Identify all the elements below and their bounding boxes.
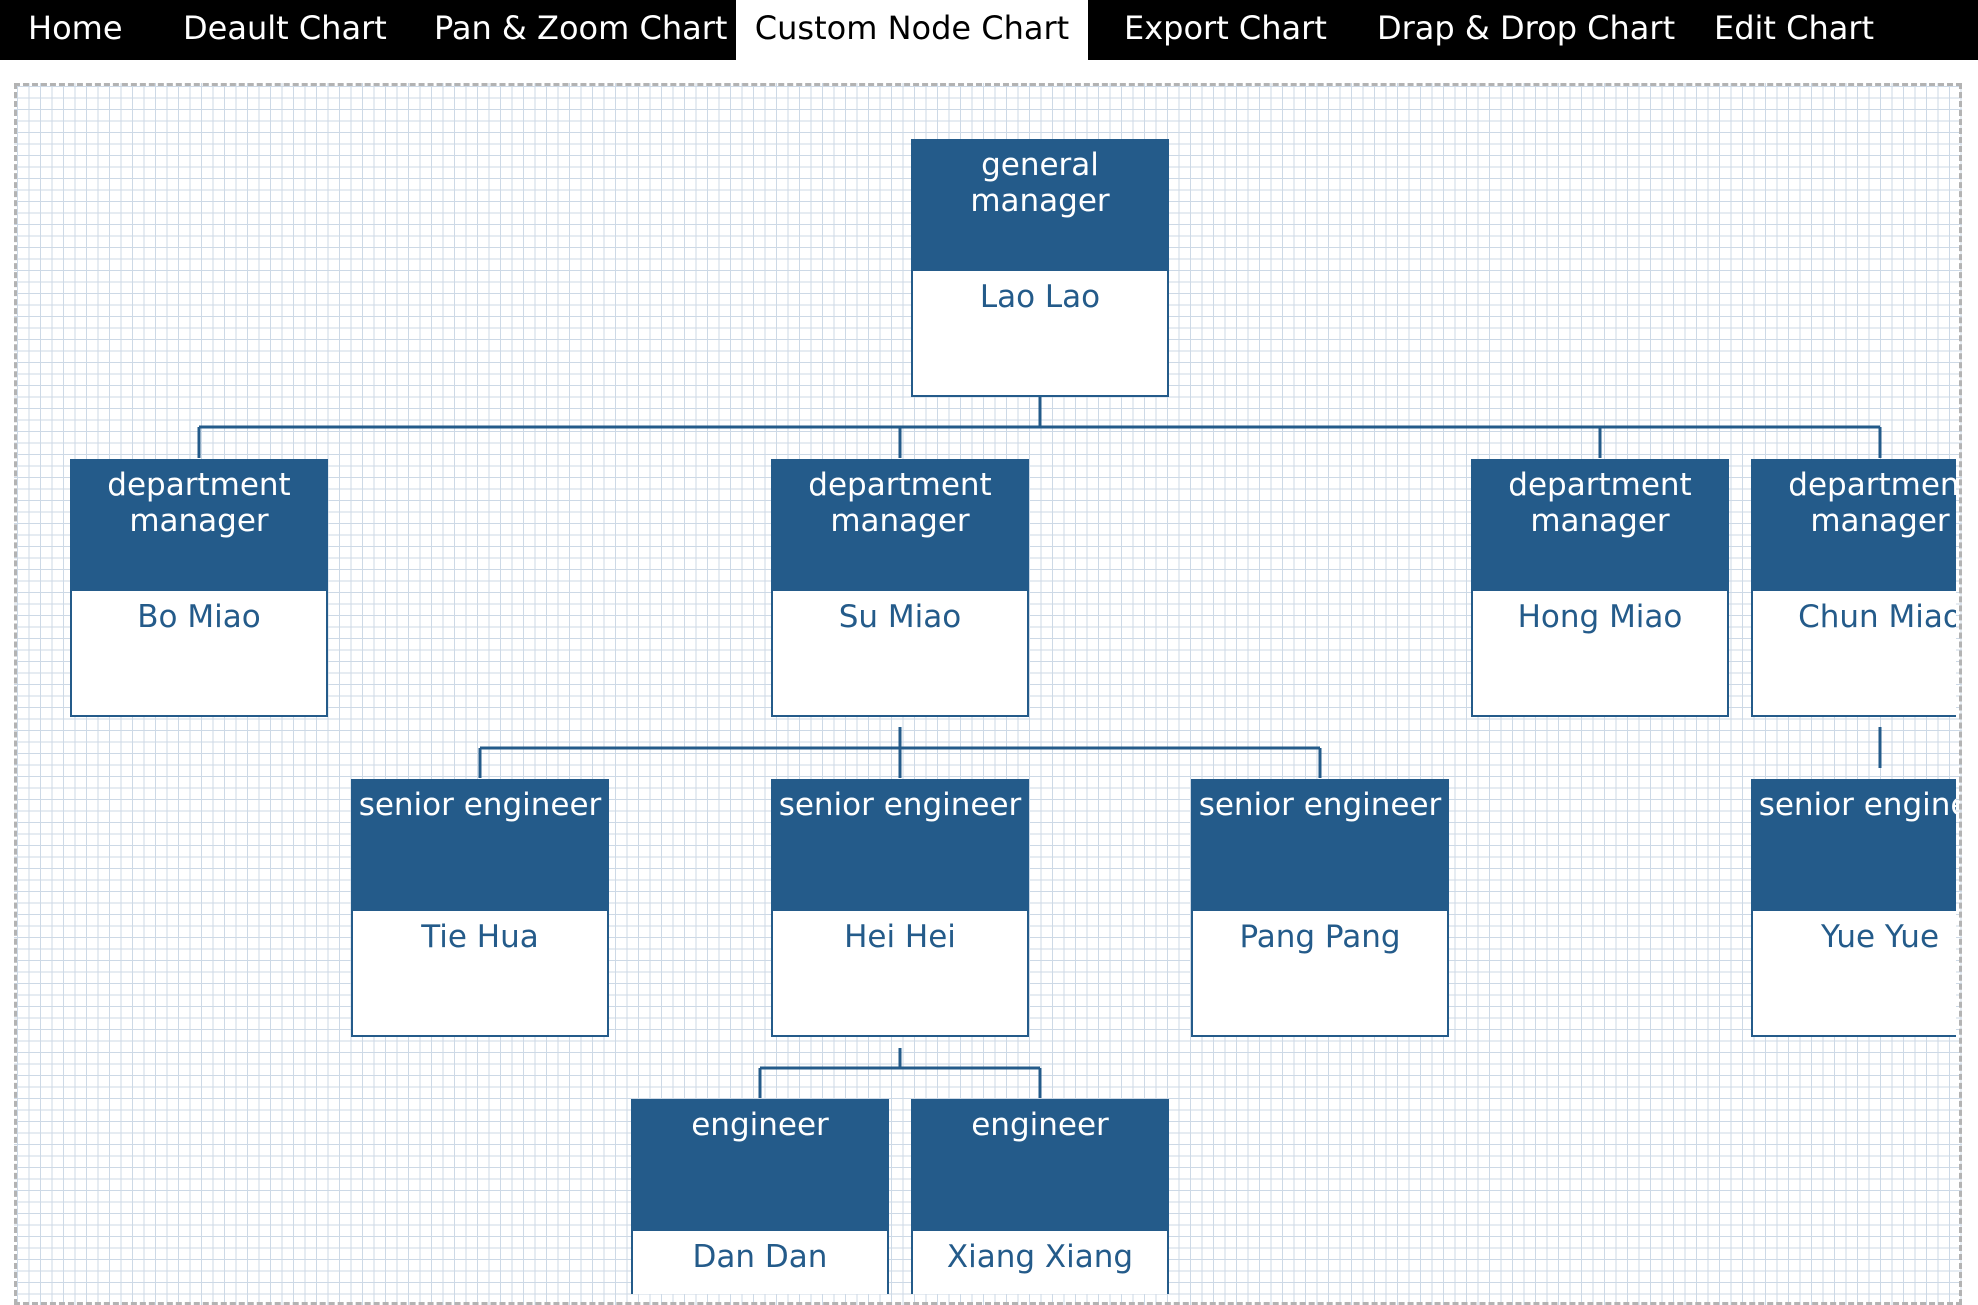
node-title: general manager — [913, 141, 1167, 271]
org-node-hong-miao[interactable]: department manager Hong Miao — [1471, 459, 1729, 717]
org-node-yue-yue[interactable]: senior engineer Yue Yue — [1751, 779, 1956, 1037]
node-title: department manager — [72, 461, 326, 591]
nav-drag-drop-chart[interactable]: Drap & Drop Chart — [1377, 9, 1676, 47]
org-node-chun-miao[interactable]: department manager Chun Miao — [1751, 459, 1956, 717]
node-title: senior engineer — [1753, 781, 1956, 911]
org-node-bo-miao[interactable]: department manager Bo Miao — [70, 459, 328, 717]
connector-hei-hei — [758, 1048, 1042, 1098]
node-name: Pang Pang — [1239, 919, 1401, 955]
node-name: Chun Miao — [1798, 599, 1956, 635]
node-title: senior engineer — [353, 781, 607, 911]
node-name: Xiang Xiang — [946, 1239, 1134, 1275]
org-node-dan-dan[interactable]: engineer Dan Dan — [631, 1099, 889, 1294]
node-name: Hei Hei — [844, 919, 956, 955]
node-name: Tie Hua — [421, 919, 539, 955]
node-name: Bo Miao — [137, 599, 261, 635]
nav-default-chart[interactable]: Deault Chart — [183, 9, 387, 47]
nav-home[interactable]: Home — [28, 9, 123, 47]
node-name: Su Miao — [838, 599, 962, 635]
org-node-su-miao[interactable]: department manager Su Miao — [771, 459, 1029, 717]
connector-su-miao — [478, 727, 1322, 778]
node-title: senior engineer — [773, 781, 1027, 911]
node-name: Yue Yue — [1820, 919, 1940, 955]
nav-edit-chart[interactable]: Edit Chart — [1714, 9, 1875, 47]
top-nav: Home Deault Chart Pan & Zoom Chart Custo… — [0, 0, 1978, 60]
node-name: Lao Lao — [979, 279, 1101, 315]
nav-pan-zoom-chart[interactable]: Pan & Zoom Chart — [434, 9, 728, 47]
nav-custom-node-chart[interactable]: Custom Node Chart — [736, 0, 1088, 60]
node-title: department manager — [1473, 461, 1727, 591]
org-node-root[interactable]: general manager Lao Lao — [911, 139, 1169, 397]
node-title: engineer — [633, 1101, 887, 1231]
nav-export-chart[interactable]: Export Chart — [1124, 9, 1327, 47]
node-title: department manager — [773, 461, 1027, 591]
org-node-xiang-xiang[interactable]: engineer Xiang Xiang — [911, 1099, 1169, 1294]
org-node-pang-pang[interactable]: senior engineer Pang Pang — [1191, 779, 1449, 1037]
node-title: engineer — [913, 1101, 1167, 1231]
node-title: department manager — [1753, 461, 1956, 591]
node-name: Dan Dan — [692, 1239, 828, 1275]
node-name: Hong Miao — [1517, 599, 1683, 635]
org-node-hei-hei[interactable]: senior engineer Hei Hei — [771, 779, 1029, 1037]
org-node-tie-hua[interactable]: senior engineer Tie Hua — [351, 779, 609, 1037]
connector-root — [197, 397, 1882, 458]
node-title: senior engineer — [1193, 781, 1447, 911]
